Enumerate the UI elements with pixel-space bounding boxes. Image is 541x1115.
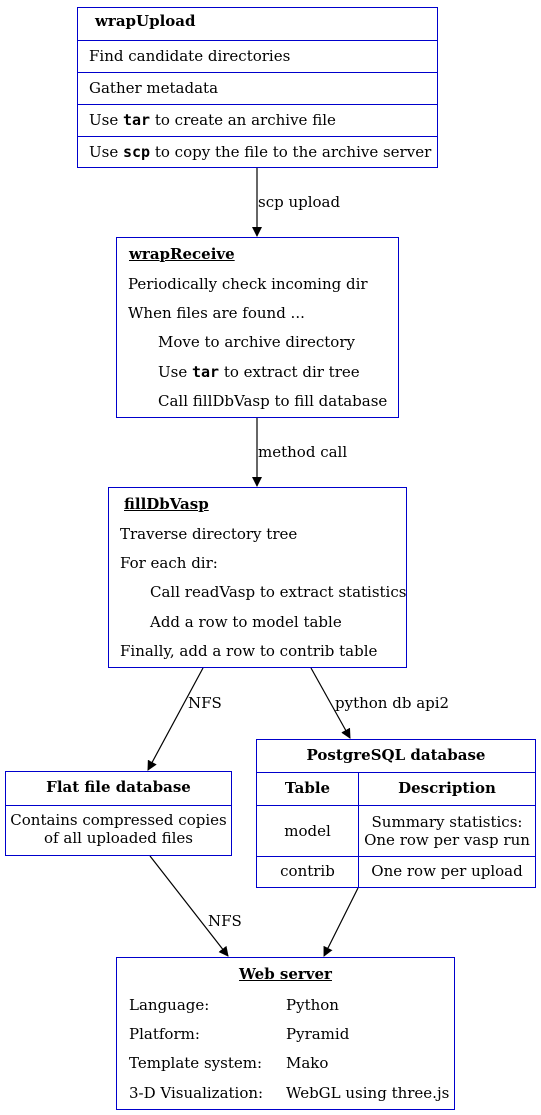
- edge-label-nfs-1: NFS: [188, 694, 222, 712]
- postgres-box: PostgreSQL database Table Description mo…: [256, 739, 536, 888]
- edge-label-nfs-2: NFS: [208, 912, 242, 930]
- wrapupload-row-scp: Use scp to copy the file to the archive …: [78, 136, 437, 168]
- flatfile-body-1: Contains compressed copies: [10, 811, 227, 829]
- postgres-row2-desc: One row per upload: [371, 862, 523, 880]
- postgres-divider-1: [257, 772, 535, 773]
- postgres-row1-table: model: [284, 822, 331, 840]
- postgres-row2-table: contrib: [280, 862, 335, 880]
- edge-filldb-flatfile: [147, 667, 204, 771]
- filldbvasp-title: fillDbVasp: [124, 495, 209, 513]
- filldbvasp-line-1: Traverse directory tree: [120, 525, 298, 543]
- edge-filldb-postgres: [310, 667, 351, 739]
- webserver-val-template: Mako: [286, 1054, 329, 1072]
- wrapreceive-line-5: Call fillDbVasp to fill database: [158, 392, 388, 410]
- filldbvasp-box: fillDbVasp Traverse directory tree For e…: [108, 487, 407, 668]
- webserver-title: Web server: [239, 965, 332, 983]
- postgres-title: PostgreSQL database: [306, 746, 486, 764]
- edge-label-scp-upload: scp upload: [258, 193, 341, 211]
- postgres-divider-3: [257, 856, 535, 857]
- flatfile-divider: [6, 805, 231, 806]
- wrapupload-row-gather: Gather metadata: [78, 72, 437, 104]
- wrapupload-row-find: Find candidate directories: [78, 40, 437, 72]
- edge-postgres-web: [323, 887, 359, 957]
- webserver-key-visualization: 3-D Visualization:: [129, 1084, 264, 1102]
- wrapreceive-line-3: Move to archive directory: [158, 333, 355, 351]
- postgres-header-description: Description: [398, 779, 496, 797]
- webserver-key-platform: Platform:: [129, 1025, 200, 1043]
- edge-label-python-db-api2: python db api2: [335, 694, 450, 712]
- filldbvasp-line-3: Call readVasp to extract statistics: [150, 583, 407, 601]
- wrapupload-row-tar: Use tar to create an archive file: [78, 104, 437, 136]
- webserver-val-visualization: WebGL using three.js: [286, 1084, 450, 1102]
- wrapupload-box: wrapUpload Find candidate directories Ga…: [77, 7, 438, 168]
- wrapreceive-line-2: When files are found ...: [128, 304, 305, 322]
- webserver-box: Web server Language: Python Platform: Py…: [116, 957, 455, 1110]
- filldbvasp-line-5: Finally, add a row to contrib table: [120, 642, 378, 660]
- postgres-divider-2: [257, 805, 535, 806]
- filldbvasp-line-4: Add a row to model table: [150, 613, 342, 631]
- wrapreceive-line-1: Periodically check incoming dir: [128, 275, 368, 293]
- wrapupload-title: wrapUpload: [95, 12, 196, 30]
- postgres-header-table: Table: [284, 779, 331, 797]
- postgres-row1-desc-2: One row per vasp run: [364, 831, 530, 849]
- edge-label-method-call: method call: [258, 443, 348, 461]
- filldbvasp-line-2: For each dir:: [120, 554, 218, 572]
- wrapreceive-box: wrapReceive Periodically check incoming …: [116, 237, 399, 418]
- wrapreceive-line-4: Use tar to extract dir tree: [158, 363, 360, 381]
- postgres-row1-desc-1: Summary statistics:: [371, 813, 523, 831]
- postgres-col-divider: [358, 772, 359, 887]
- edge-flatfile-web: [149, 855, 229, 957]
- webserver-val-platform: Pyramid: [286, 1025, 350, 1043]
- webserver-key-template: Template system:: [129, 1054, 263, 1072]
- wrapreceive-title: wrapReceive: [129, 245, 235, 263]
- flatfile-box: Flat file database Contains compressed c…: [5, 771, 232, 856]
- webserver-key-language: Language:: [129, 996, 210, 1014]
- webserver-val-language: Python: [286, 996, 339, 1014]
- flatfile-title: Flat file database: [46, 778, 191, 796]
- flatfile-body-2: of all uploaded files: [44, 829, 193, 847]
